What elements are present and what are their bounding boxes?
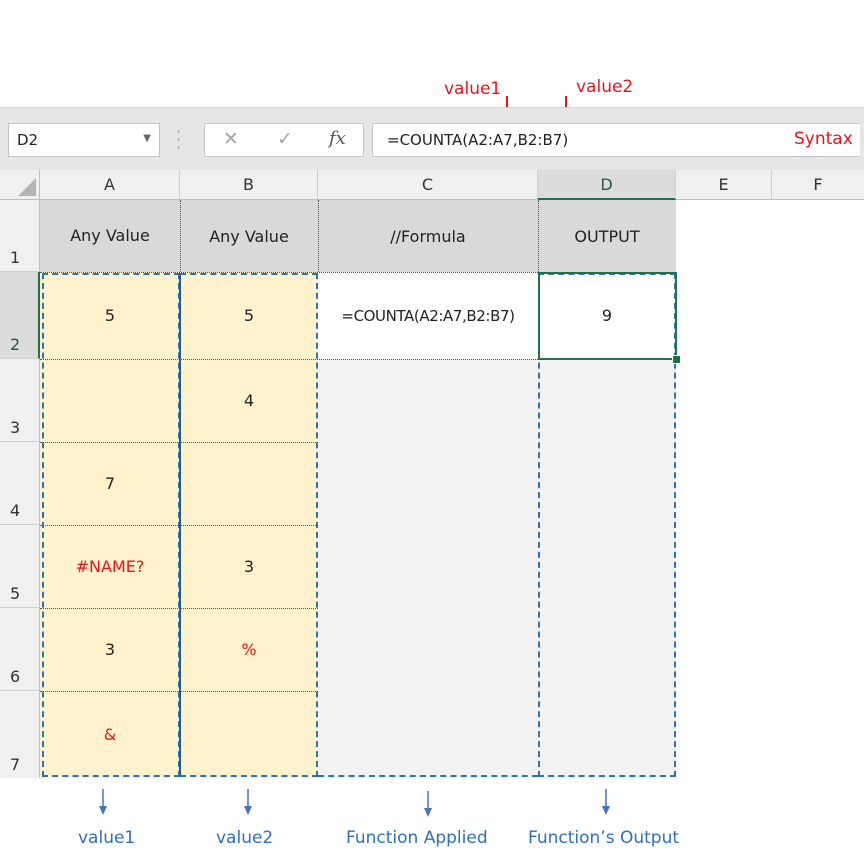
cell-b4[interactable]: [180, 442, 318, 525]
row-header-7[interactable]: 7: [0, 691, 40, 778]
name-box-value: D2: [17, 131, 39, 149]
range-b2-b7-border: [180, 273, 318, 777]
row-header-4[interactable]: 4: [0, 442, 40, 525]
range-b-left-border: [179, 273, 181, 777]
cell-a2[interactable]: 5: [40, 272, 180, 359]
annotation-value2-bottom: value2: [216, 828, 274, 848]
cell-d2[interactable]: 9: [538, 272, 676, 359]
row-divider: [40, 359, 538, 360]
cell-a3[interactable]: [40, 359, 180, 442]
cell-b5[interactable]: 3: [180, 525, 318, 608]
cell-c2[interactable]: =COUNTA(A2:A7,B2:B7): [318, 272, 538, 359]
column-header-c[interactable]: C: [318, 170, 538, 200]
row-header-2[interactable]: 2: [0, 272, 40, 359]
formula-text: =COUNTA(A2:A7,B2:B7): [387, 131, 569, 149]
column-divider: [180, 200, 181, 272]
cell-c3-c7[interactable]: [318, 359, 538, 778]
column-header-f[interactable]: F: [772, 170, 864, 200]
cell-a5[interactable]: #NAME?: [40, 525, 180, 608]
cell-d1[interactable]: OUTPUT: [538, 200, 676, 272]
drag-handle-icon[interactable]: ···: [176, 122, 182, 157]
cell-d3-d7[interactable]: [538, 359, 676, 778]
insert-function-icon[interactable]: fx: [329, 128, 346, 149]
range-a2-a7-border: [42, 273, 180, 777]
row-header-5[interactable]: 5: [0, 525, 40, 608]
cell-b3[interactable]: 4: [180, 359, 318, 442]
column-divider: [318, 200, 319, 272]
annotation-function-applied: Function Applied: [346, 828, 488, 848]
cell-a6[interactable]: 3: [40, 608, 180, 691]
cell-b7[interactable]: [180, 691, 318, 778]
row-header-6[interactable]: 6: [0, 608, 40, 691]
cell-b2[interactable]: 5: [180, 272, 318, 359]
cell-a7[interactable]: &: [40, 691, 180, 778]
cancel-icon[interactable]: ✕: [223, 128, 239, 150]
enter-icon[interactable]: ✓: [277, 128, 293, 150]
column-divider: [538, 200, 539, 272]
annotation-syntax: Syntax: [794, 129, 853, 149]
formula-tools: ✕ ✓ fx: [204, 123, 364, 157]
name-box[interactable]: D2 ▼: [8, 123, 160, 157]
row-header-1[interactable]: 1: [0, 200, 40, 272]
row-divider: [40, 272, 676, 273]
cell-a4[interactable]: 7: [40, 442, 180, 525]
select-all-corner[interactable]: [0, 170, 40, 200]
bottom-arrows: [99, 789, 610, 817]
chevron-down-icon[interactable]: ▼: [143, 133, 151, 144]
annotation-value2-top: value2: [576, 77, 634, 97]
formula-input[interactable]: =COUNTA(A2:A7,B2:B7): [372, 123, 860, 157]
formula-bar: D2 ▼ ··· ✕ ✓ fx =COUNTA(A2:A7,B2:B7) Syn…: [0, 107, 864, 171]
cell-b1[interactable]: Any Value: [180, 200, 318, 272]
spreadsheet-grid: A B C D E F 1 2 3 4 5 6 7 Any Value Any …: [0, 170, 864, 778]
row-header-3[interactable]: 3: [0, 359, 40, 442]
column-header-e[interactable]: E: [676, 170, 772, 200]
select-all-icon: [18, 178, 36, 196]
active-cell-d2: [538, 272, 677, 360]
column-header-d[interactable]: D: [538, 170, 676, 200]
cell-e1[interactable]: [676, 200, 864, 272]
annotation-value1-bottom: value1: [78, 828, 136, 848]
annotation-function-output: Function’s Output: [528, 828, 680, 848]
column-header-a[interactable]: A: [40, 170, 180, 200]
annotation-value1-top: value1: [444, 79, 502, 99]
cell-e2-f7[interactable]: [676, 272, 864, 778]
cell-b6[interactable]: %: [180, 608, 318, 691]
cell-a1[interactable]: Any Value: [40, 200, 180, 272]
range-d-border: [538, 273, 676, 777]
range-c-border: [318, 273, 538, 777]
cell-c1[interactable]: //Formula: [318, 200, 538, 272]
fill-handle[interactable]: [672, 355, 681, 364]
column-header-b[interactable]: B: [180, 170, 318, 200]
